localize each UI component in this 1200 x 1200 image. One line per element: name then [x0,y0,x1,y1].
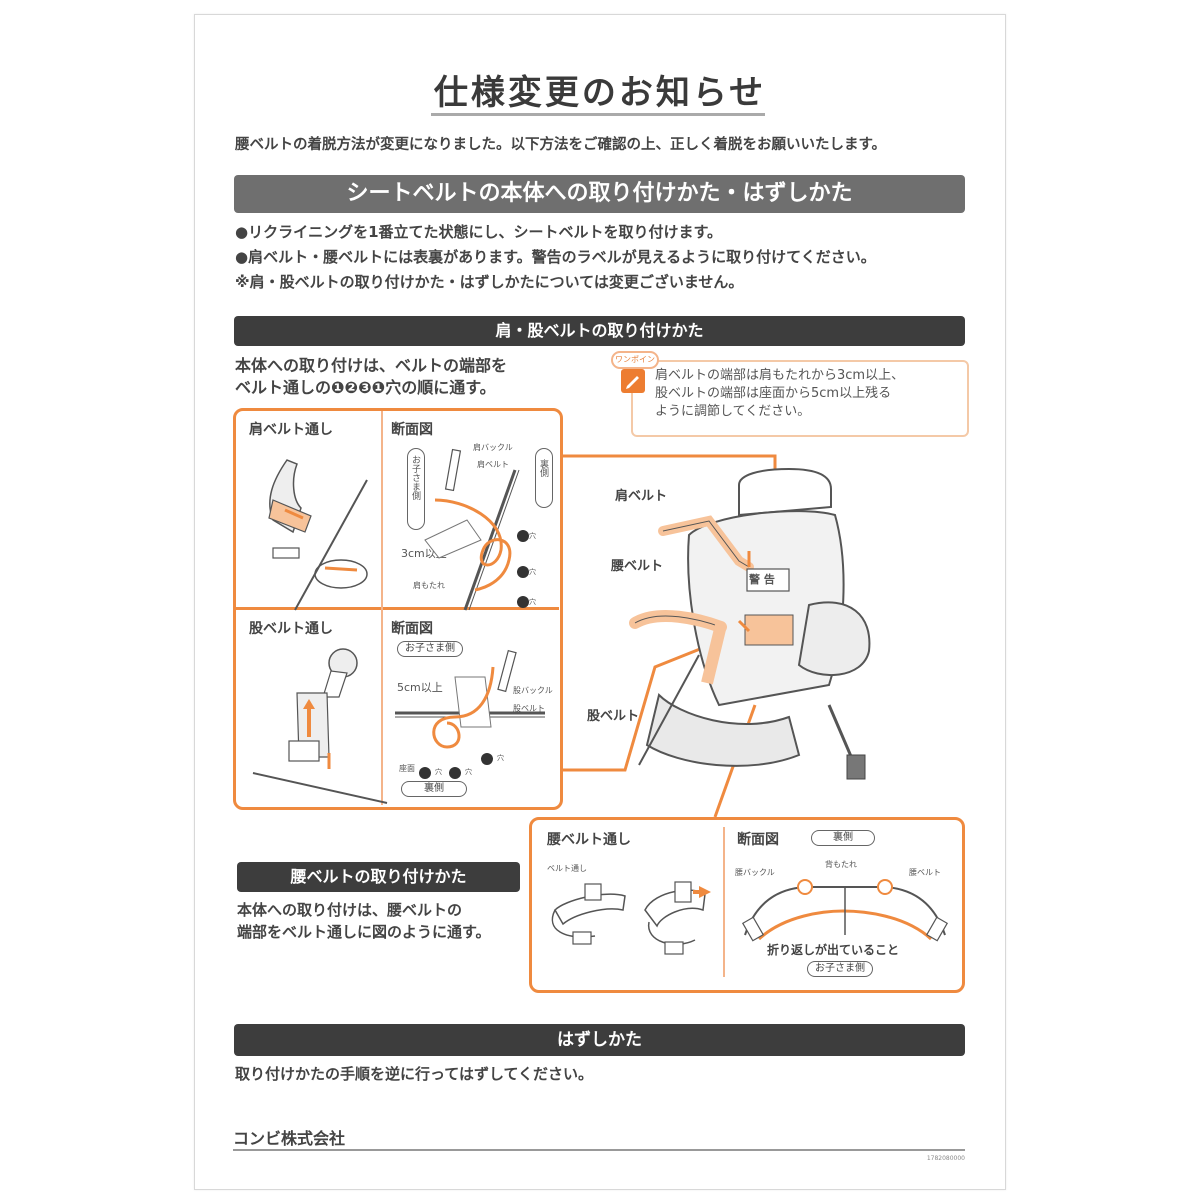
upper-section-drawing [424,448,529,611]
stroller-waist-belt-label: 腰ベルト [611,559,664,574]
waist-lead-line-1: 本体への取り付けは、腰ベルトの [237,901,463,919]
removal-text: 取り付けかたの手順を逆に行ってはずしてください。 [235,1065,594,1083]
back-side-pill-lower: 裏側 [401,781,467,797]
shoulder-loop-label: 肩ベルト通し [249,422,333,438]
company-name: コンビ株式会社 [233,1129,346,1148]
warning-label: 警 告 [749,573,775,586]
back-side-label-upper: 裏側 [538,459,548,477]
section-label-upper: 断面図 [391,422,433,438]
waist-section-drawing [741,879,949,942]
child-side-pill-lower: お子さま側 [397,641,463,657]
bullet-1: ●リクライニングを1番立てた状態にし、シートベルトを取り付けます。 [235,223,723,241]
section-label-lower: 断面図 [391,621,433,637]
waist-section-label: 断面図 [737,832,779,848]
waist-buckle-small-label: 腰バックル [735,868,775,877]
shoulder-lead-text: 本体への取り付けは、ベルトの端部を ベルト通しの❶❷❸❶穴の順に通す。 [235,355,565,399]
notice-sheet: 仕様変更のお知らせ 腰ベルトの着脱方法が変更になりました。以下方法をご確認の上、… [194,14,1006,1190]
box-divider-vertical [381,411,383,805]
backrest-small-label: 背もたれ [825,860,857,869]
tip-box [631,360,969,437]
lower-section-drawing [395,649,545,779]
bullet-3: ※肩・股ベルトの取り付けかた・はずしかたについては変更ございません。 [235,273,744,291]
hole-label-1: 穴 [529,532,536,540]
hole-label-6: 穴 [497,754,504,762]
shoulder-lead-line-2: ベルト通しの❶❷❸❶穴の順に通す。 [235,378,496,397]
tip-text: 肩ベルトの端部は肩もたれから3cm以上、 股ベルトの端部は座面から5cm以上残る… [655,367,955,421]
waist-loop-illustration [551,881,711,955]
tip-line-3: ように調節してください。 [655,404,811,419]
waist-loop-small-label: ベルト通し [547,864,587,873]
folded-label: 折り返しが出ていること [767,943,900,957]
hole-label-3: 穴 [529,598,536,606]
document-code: 1782080000 [926,1155,965,1162]
shoulder-loop-illustration [268,459,368,611]
hole-label-2: 穴 [529,568,536,576]
shoulder-crotch-band: 肩・股ベルトの取り付けかた [234,316,965,346]
child-side-label-upper: お子さま側 [410,455,420,500]
title-underline [431,113,765,116]
hole-label-4: 穴 [435,768,442,776]
seat-label: 座面 [399,764,415,773]
waist-box-divider [723,827,725,977]
tip-line-2: 股ベルトの端部は座面から5cm以上残る [655,386,892,401]
crotch-loop-label: 股ベルト通し [249,621,333,637]
shoulder-lead-line-1: 本体への取り付けは、ベルトの端部を [235,356,508,375]
stroller-crotch-belt-label: 股ベルト [587,709,640,724]
bullet-2: ●肩ベルト・腰ベルトには表裏があります。警告のラベルが見えるように取り付けてくだ… [235,248,876,266]
waist-belt-small-label: 腰ベルト [909,868,941,877]
main-section-band: シートベルトの本体への取り付けかた・はずしかた [234,175,965,213]
crotch-loop-illustration [252,648,388,804]
stroller-shoulder-belt-label: 肩ベルト [615,489,668,504]
waist-child-side-pill: お子さま側 [807,961,873,977]
back-side-pill-upper [535,448,553,508]
waist-back-side-pill: 裏側 [811,830,875,846]
shoulder-rest-label: 肩もたれ [413,581,445,590]
intro-text: 腰ベルトの着脱方法が変更になりました。以下方法をご確認の上、正しく着脱をお願いい… [235,137,887,153]
crotch-belt-small-label: 股ベルト [513,704,545,713]
stroller-illustration [629,467,871,780]
waist-belt-diagram-box [529,817,965,993]
tip-tag: ワンポイント [611,351,659,378]
waist-loop-label: 腰ベルト通し [547,832,631,848]
five-cm-label: 5cm以上 [397,681,443,694]
waist-lead-text: 本体への取り付けは、腰ベルトの 端部をベルト通しに図のように通す。 [237,899,537,943]
removal-band: はずしかた [234,1024,965,1056]
shoulder-buckle-label: 肩バックル [473,443,513,452]
shoulder-belt-small-label: 肩ベルト [477,460,509,469]
waist-lead-line-2: 端部をベルト通しに図のように通す。 [237,923,491,941]
page-title: 仕様変更のお知らせ [433,73,767,113]
pencil-icon [621,369,645,393]
crotch-buckle-label: 股バックル [513,686,553,695]
child-side-pill-upper [407,448,425,530]
waist-belt-band: 腰ベルトの取り付けかた [237,862,520,892]
tip-line-1: 肩ベルトの端部は肩もたれから3cm以上、 [655,368,905,383]
box-divider-horizontal [235,607,559,610]
footer-rule [233,1149,965,1151]
hole-label-5: 穴 [465,768,472,776]
